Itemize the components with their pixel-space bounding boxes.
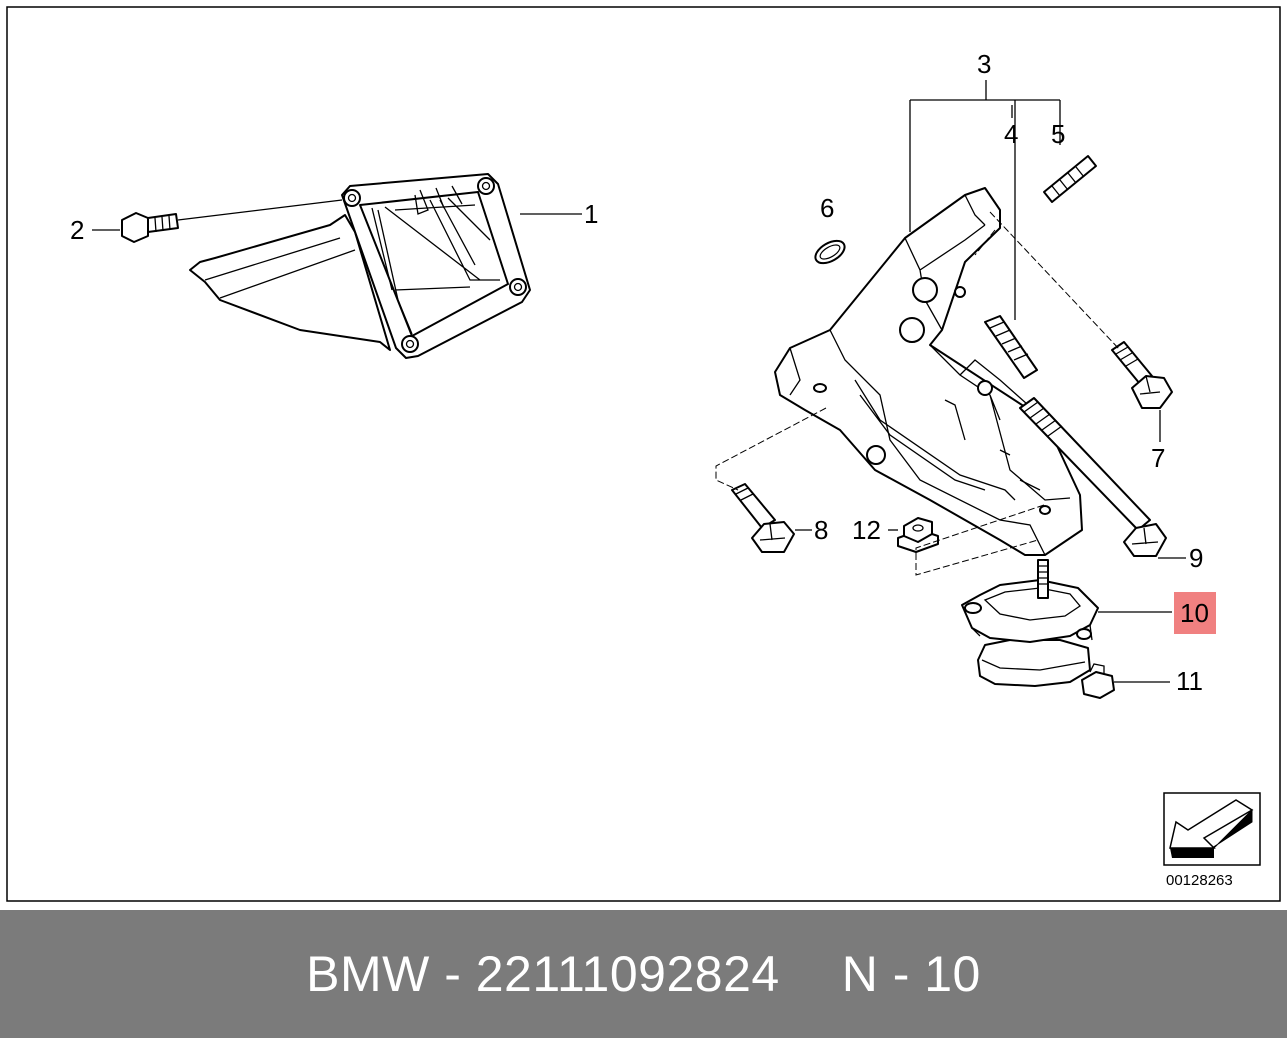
label-10: 10	[1180, 598, 1209, 628]
label-9: 9	[1189, 543, 1203, 573]
part-6-ring[interactable]	[812, 236, 849, 268]
part-9-long-bolt[interactable]	[1019, 397, 1167, 557]
part-3-engine-support[interactable]	[774, 187, 1083, 556]
label-5: 5	[1051, 119, 1065, 149]
label-3: 3	[977, 49, 991, 79]
part-5-stud[interactable]	[1043, 155, 1097, 203]
label-8: 8	[814, 515, 828, 545]
footer-bar: BMW - 22111092824 N - 10	[0, 910, 1287, 1038]
label-12: 12	[852, 515, 881, 545]
exploded-view-drawing: 1 2 3 4 5 6 7 8 9 10 11 12 00128263	[6, 6, 1281, 902]
diagram-code: 00128263	[1166, 872, 1233, 889]
footer-caption: BMW - 22111092824 N - 10	[306, 945, 981, 1003]
highlight-box	[1174, 592, 1216, 634]
label-1: 1	[584, 199, 598, 229]
part-1-bracket[interactable]	[189, 173, 531, 359]
part-4-stud[interactable]	[984, 315, 1038, 379]
part-12-nut[interactable]	[897, 517, 939, 553]
label-6: 6	[820, 193, 834, 223]
part-8-bolt[interactable]	[731, 483, 795, 553]
label-2: 2	[70, 215, 84, 245]
assembly-guide-lines	[715, 211, 1121, 576]
parts-diagram: 1 2 3 4 5 6 7 8 9 10 11 12 00128263	[6, 6, 1281, 902]
direction-arrow-icon	[1163, 792, 1261, 866]
part-2-bolt[interactable]	[121, 199, 343, 243]
item-number-text: N - 10	[841, 946, 981, 1002]
label-4: 4	[1004, 119, 1018, 149]
label-11: 11	[1176, 666, 1203, 696]
part-number-text: BMW - 22111092824	[306, 946, 780, 1002]
part-10-engine-mount[interactable]	[961, 559, 1099, 687]
diagram-frame	[6, 6, 1281, 902]
leader-lines	[92, 80, 1186, 683]
label-7: 7	[1151, 443, 1165, 473]
part-11-nut[interactable]	[1081, 663, 1115, 699]
part-7-bolt[interactable]	[1111, 341, 1173, 409]
